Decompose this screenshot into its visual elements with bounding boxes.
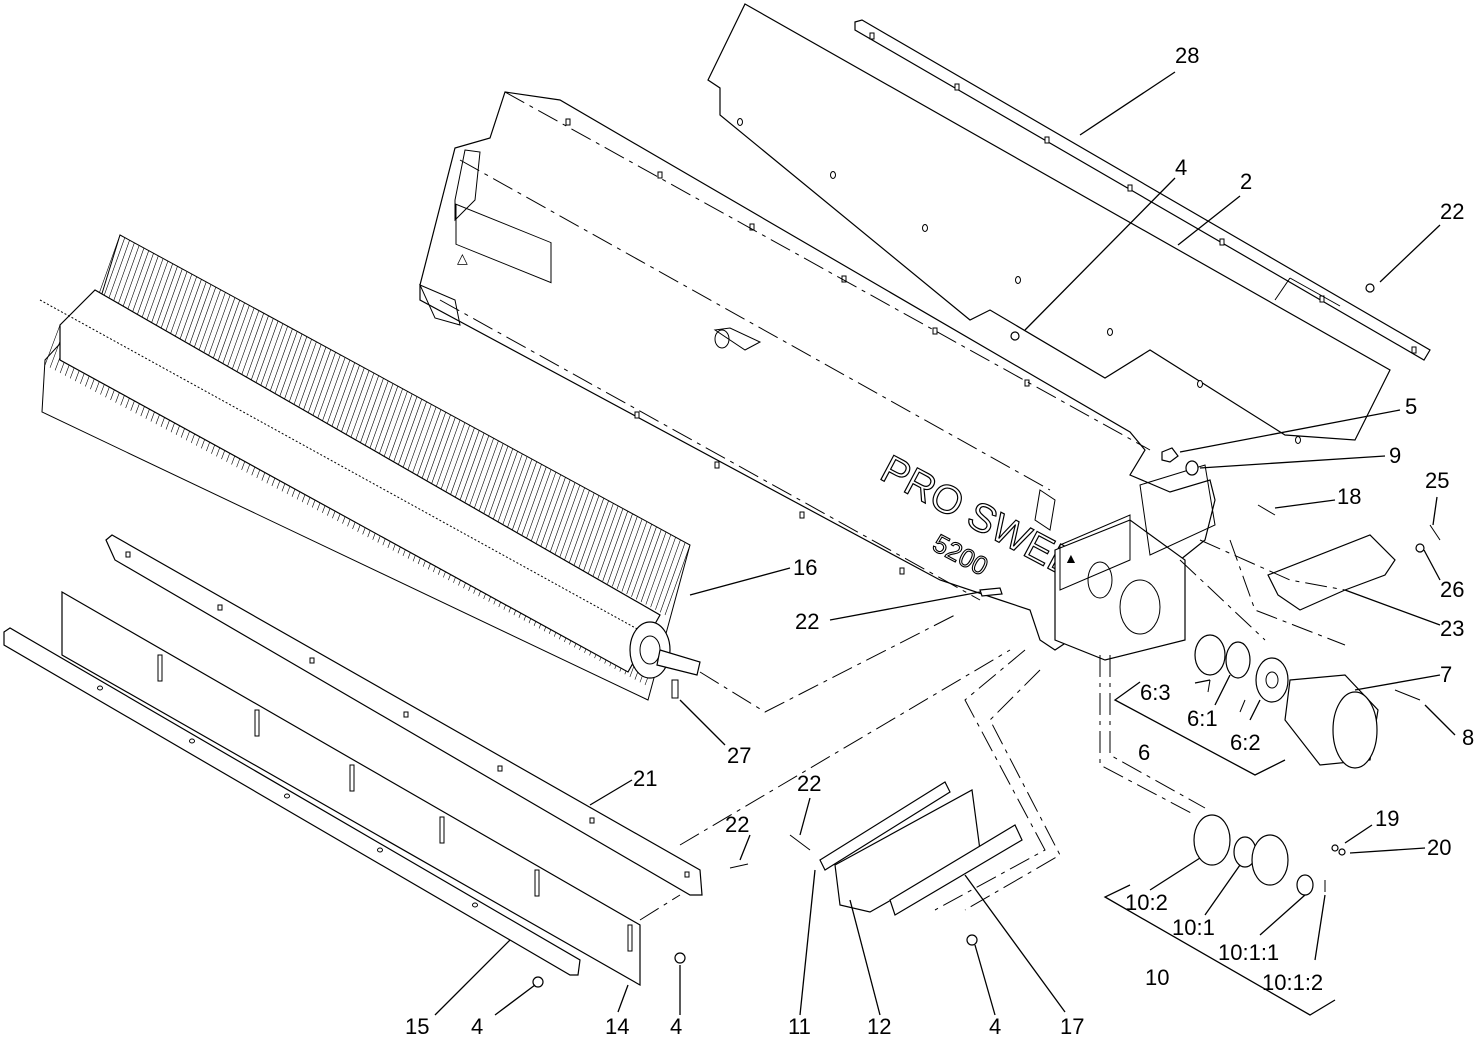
- group-bracket-6: [1113, 681, 1286, 776]
- part-7-motor: [1284, 674, 1379, 769]
- callout-10-1-1: 10:1:1: [1218, 940, 1279, 965]
- hardware: [532, 283, 1441, 988]
- callout-5: 5: [1405, 394, 1417, 419]
- part-6-3-pin: [1207, 679, 1211, 693]
- callout-26: 26: [1440, 577, 1464, 602]
- callout-10-1: 10:1: [1172, 915, 1215, 940]
- part-19-washer: [1331, 844, 1339, 852]
- callout-10: 10: [1145, 965, 1169, 990]
- warning-triangle-icon: ▲: [1064, 550, 1078, 566]
- leader-lines: [434, 71, 1456, 1016]
- part-6-2-pin: [1239, 699, 1246, 713]
- part-4-nut-b2: [674, 952, 686, 964]
- part-5-nut: [1161, 447, 1179, 463]
- part-4-nut-top: [1010, 331, 1020, 341]
- callout-4-b3: 4: [989, 1014, 1001, 1039]
- callout-labels: 28 4 2 22 5 9 18 25 26 23 16 22 7 8 6:3 …: [405, 43, 1474, 1039]
- callout-2: 2: [1240, 169, 1252, 194]
- callout-7: 7: [1440, 662, 1452, 687]
- callout-22-bm: 22: [797, 771, 821, 796]
- callout-27: 27: [727, 743, 751, 768]
- part-14-rubber-flap: [61, 590, 641, 987]
- callout-11: 11: [788, 1014, 811, 1039]
- group-bracket-10: [1103, 884, 1336, 1016]
- part-8-bolt: [1394, 689, 1421, 701]
- part-28-rail: [854, 19, 1431, 361]
- side-plate-bracket: ▲: [1054, 464, 1216, 661]
- callout-6-3: 6:3: [1140, 680, 1171, 705]
- part-9-washer: [1185, 460, 1199, 476]
- callout-6-1: 6:1: [1187, 706, 1218, 731]
- part-22-bolt-bl: [729, 863, 749, 869]
- part-26-washer: [1415, 543, 1425, 553]
- part-6-coupling: [1194, 634, 1289, 703]
- callout-4-b1: 4: [471, 1014, 483, 1039]
- callout-25: 25: [1425, 468, 1449, 493]
- callout-22-topright: 22: [1440, 199, 1464, 224]
- callout-8: 8: [1462, 725, 1474, 750]
- callout-22-mid: 22: [795, 609, 819, 634]
- part-21-strip: [105, 534, 703, 896]
- callout-4-top: 4: [1175, 155, 1187, 180]
- part-22-bolt-bm: [789, 834, 811, 851]
- part-4-nut-b3: [966, 934, 978, 946]
- callout-17: 17: [1060, 1014, 1084, 1039]
- part-18-bolt: [1257, 504, 1276, 516]
- part-22-bolt-mid: [979, 587, 1003, 597]
- callout-22-bl: 22: [725, 812, 749, 837]
- callout-20: 20: [1427, 835, 1451, 860]
- callout-10-1-2: 10:1:2: [1262, 970, 1323, 995]
- alignment-lines: [439, 91, 1346, 921]
- callout-6: 6: [1138, 740, 1150, 765]
- callout-16: 16: [793, 555, 817, 580]
- part-4-nut-b1: [532, 976, 544, 988]
- callout-15: 15: [405, 1014, 429, 1039]
- part-27-key: [671, 679, 679, 699]
- part-17-bracket: [889, 824, 1023, 916]
- callout-10-2: 10:2: [1125, 890, 1168, 915]
- part-2-deflector-panel: [707, 3, 1391, 444]
- warning-triangle-icon: △: [457, 250, 468, 266]
- callout-28: 28: [1175, 43, 1199, 68]
- callout-14: 14: [605, 1014, 629, 1039]
- callout-19: 19: [1375, 806, 1399, 831]
- callout-4-b2: 4: [670, 1014, 682, 1039]
- part-25-bolt: [1429, 524, 1441, 541]
- part-15-strip: [3, 627, 581, 976]
- callout-21: 21: [633, 766, 657, 791]
- part-10-bearing-group: [1193, 814, 1314, 896]
- part-23-bracket: [1267, 534, 1396, 611]
- part-22-bolt-topright: [1365, 283, 1375, 293]
- callout-18: 18: [1337, 484, 1361, 509]
- part-11-bracket: [819, 781, 951, 871]
- part-20-nut: [1338, 848, 1346, 856]
- callout-23: 23: [1440, 616, 1464, 641]
- part-16-brush: [39, 234, 701, 701]
- callout-9: 9: [1389, 443, 1401, 468]
- callout-12: 12: [867, 1014, 891, 1039]
- callout-6-2: 6:2: [1230, 730, 1261, 755]
